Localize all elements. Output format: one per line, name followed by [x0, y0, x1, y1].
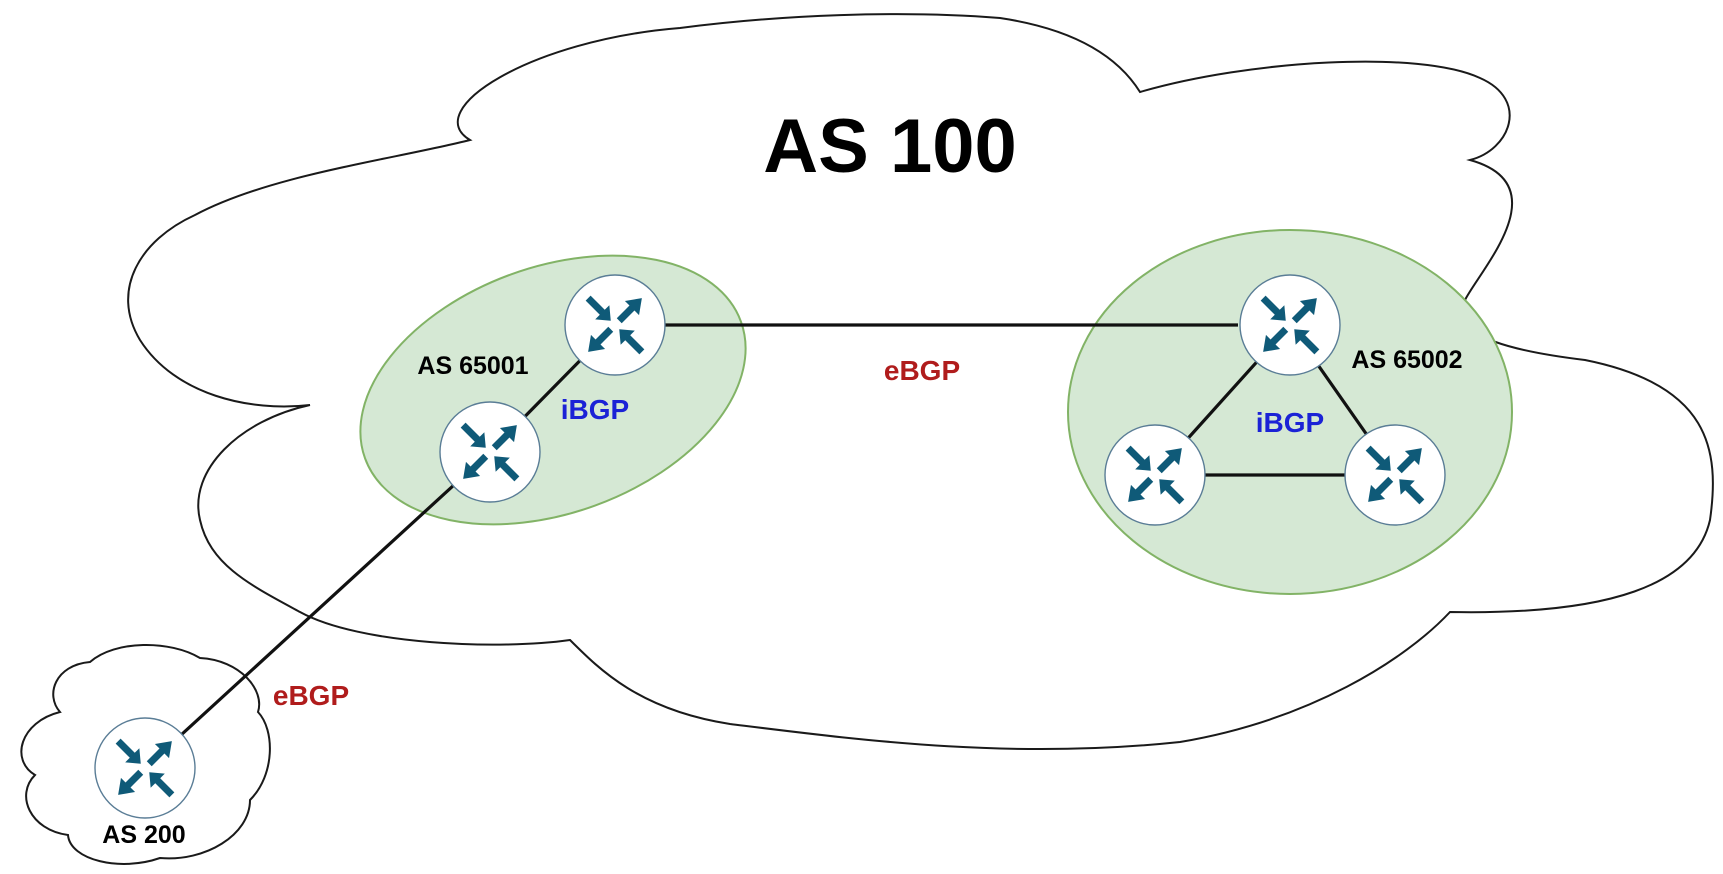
- router-icon[interactable]: [564, 274, 666, 376]
- as-65002-label: AS 65002: [1351, 346, 1462, 374]
- router-icon[interactable]: [1344, 424, 1446, 526]
- router-icon[interactable]: [439, 401, 541, 503]
- ebgp-label-sub-as: eBGP: [884, 355, 960, 386]
- as-100-label: AS 100: [763, 104, 1017, 189]
- as-200-label: AS 200: [102, 821, 185, 849]
- as-65001-label: AS 65001: [417, 352, 528, 380]
- ibgp-label-as-65001: iBGP: [561, 394, 629, 425]
- router-icon[interactable]: [1239, 274, 1341, 376]
- ibgp-label-as-65002: iBGP: [1256, 407, 1324, 438]
- router-icon[interactable]: [1104, 424, 1206, 526]
- router-icon[interactable]: [94, 717, 196, 819]
- ebgp-label-as-200: eBGP: [273, 680, 349, 711]
- ebgp-link-as-200: [143, 450, 492, 770]
